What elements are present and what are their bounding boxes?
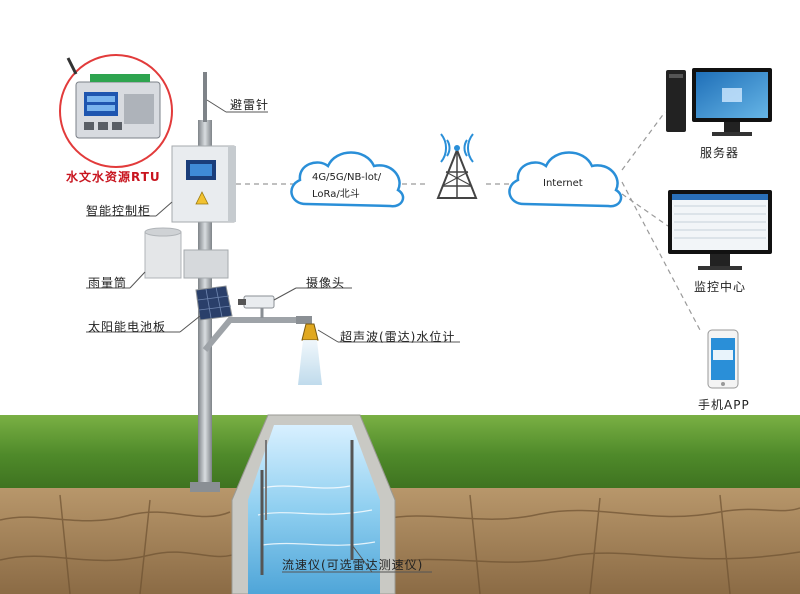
callout-lines — [86, 99, 460, 573]
lightning-rod — [203, 72, 207, 122]
flow-meter-label: 流速仪(可选雷达测速仪) — [282, 558, 424, 572]
phone-icon — [707, 329, 739, 389]
antenna-tower-icon — [436, 133, 478, 199]
network-protocol-label: 4G/5G/NB-lot/ — [312, 172, 382, 183]
level-meter-label: 超声波(雷达)水位计 — [340, 330, 456, 344]
network-links — [236, 111, 701, 331]
network-protocol-label-2: LoRa/北斗 — [312, 189, 360, 200]
soil-cracks — [0, 494, 800, 594]
internet-label: Internet — [543, 178, 583, 189]
sensor-arm — [202, 317, 310, 352]
solar-panel — [195, 285, 233, 321]
camera-label: 摄像头 — [306, 276, 346, 290]
solar-panel-label: 太阳能电池板 — [88, 320, 167, 334]
mobile-app-label: 手机APP — [698, 398, 750, 412]
lightning-rod-label: 避雷针 — [230, 98, 270, 112]
control-cabinet-label: 智能控制柜 — [86, 204, 152, 218]
rain-gauge-label: 雨量筒 — [88, 276, 128, 290]
rtu-detail — [59, 54, 173, 168]
monitor-center-label: 监控中心 — [694, 280, 747, 294]
server-label: 服务器 — [700, 146, 740, 160]
soil-layer — [0, 488, 800, 594]
level-meter — [298, 323, 322, 385]
cloud-icon — [508, 151, 623, 208]
camera — [238, 295, 275, 318]
cloud-icon — [290, 151, 405, 208]
desktop-computer-icon — [666, 68, 772, 136]
rain-gauge — [144, 227, 229, 279]
grass-field — [0, 415, 800, 495]
water-channel — [231, 414, 396, 594]
control-cabinet — [171, 145, 236, 223]
desktop-computer-icon — [668, 190, 772, 270]
rtu-label: 水文水资源RTU — [66, 170, 161, 184]
